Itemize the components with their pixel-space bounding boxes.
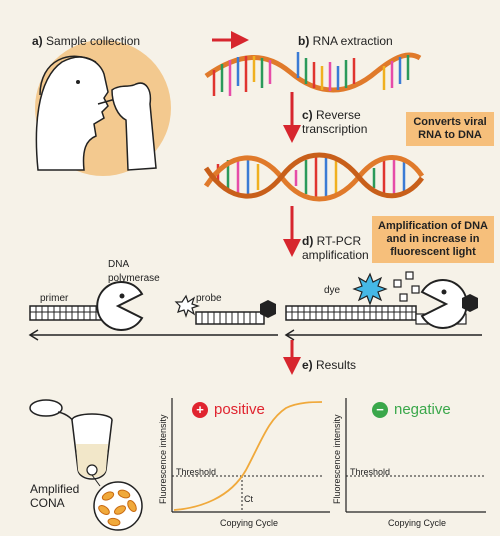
step-a-label: a) Sample collection xyxy=(32,34,141,48)
negative-y-axis-label: Fluorescence intensity xyxy=(332,414,342,504)
dye-label: dye xyxy=(324,285,341,296)
probe-icon xyxy=(174,294,276,325)
rna-strand-icon xyxy=(204,52,422,96)
probe-label: probe xyxy=(196,293,222,304)
step-e-label: e) Results xyxy=(302,358,357,372)
polymerase-pacman-icon xyxy=(420,279,468,329)
amplification-curve xyxy=(173,401,323,511)
polymerase-pacman-icon xyxy=(96,281,144,331)
person-swab-icon xyxy=(35,40,171,176)
amplification-note: Amplification of DNA and in increase in … xyxy=(372,216,494,263)
dna-helix-icon xyxy=(203,152,425,202)
pcr-right-illustration xyxy=(284,271,482,341)
positive-x-axis-label: Copying Cycle xyxy=(220,518,279,528)
negative-x-axis-label: Copying Cycle xyxy=(388,518,447,528)
positive-badge-icon: + xyxy=(192,402,208,418)
pcr-left-illustration xyxy=(28,281,278,341)
primer-label: primer xyxy=(40,293,69,304)
negative-chart xyxy=(345,398,486,513)
negative-badge-icon: − xyxy=(372,402,388,418)
step-d-label: d) RT-PCR amplification xyxy=(302,234,369,262)
test-tube-icon xyxy=(29,399,113,487)
dye-star-icon xyxy=(352,272,388,306)
positive-label: positive xyxy=(214,401,265,418)
step-b-label: b) RNA extraction xyxy=(298,34,393,48)
ct-label: Ct xyxy=(244,494,253,504)
positive-threshold-label: Threshold xyxy=(176,467,217,477)
step-c-label: c) Reverse transcription xyxy=(302,108,368,136)
negative-label: negative xyxy=(394,401,451,418)
negative-threshold-label: Threshold xyxy=(350,467,391,477)
positive-y-axis-label: Fluorescence intensity xyxy=(158,414,168,504)
positive-chart xyxy=(171,398,330,513)
virus-particles-icon xyxy=(93,481,143,531)
